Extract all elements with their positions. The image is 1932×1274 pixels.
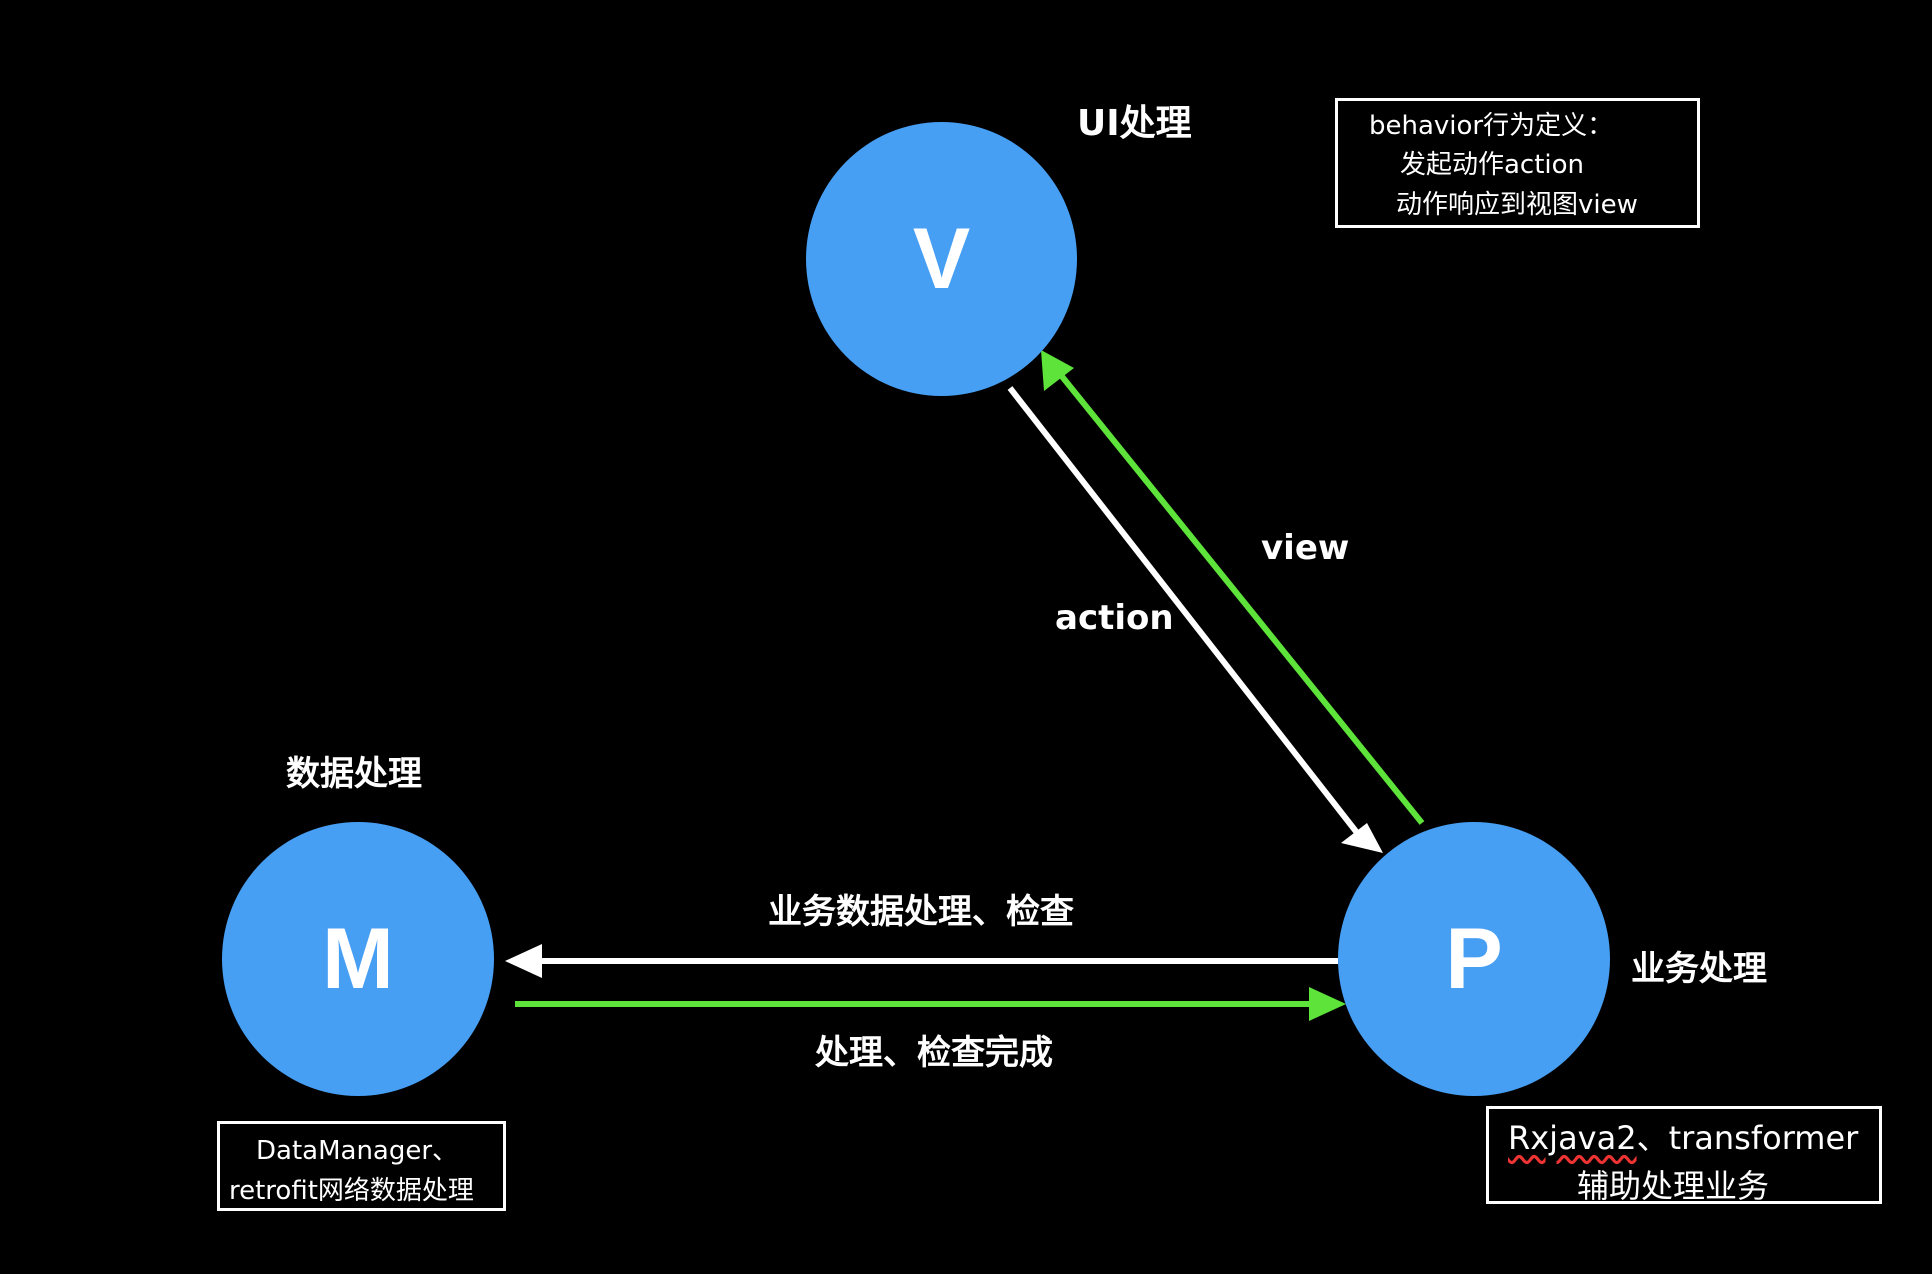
- view-node: V: [806, 122, 1077, 396]
- view-arrow: [1057, 372, 1425, 825]
- transformer-text: 、transformer: [1636, 1119, 1859, 1157]
- model-note-line1: DataManager、: [256, 1136, 459, 1166]
- presenter-note-line2: 辅助处理业务: [1577, 1167, 1770, 1205]
- model-note-line2: retrofit网络数据处理: [229, 1176, 474, 1206]
- view-label: view: [1261, 528, 1350, 568]
- business-check-label: 业务数据处理、检查: [768, 892, 1074, 932]
- rxjava-text: Rxjava2: [1508, 1119, 1637, 1157]
- model-node: M: [222, 822, 494, 1096]
- presenter-node-letter: P: [1445, 910, 1503, 1007]
- business-check-arrowhead: [505, 944, 542, 978]
- presenter-note-line1: Rxjava2、transformer: [1508, 1113, 1858, 1159]
- model-note-box: DataManager、 retrofit网络数据处理: [217, 1121, 506, 1211]
- action-arrowhead: [1341, 823, 1383, 853]
- behavior-note-line3: 动作响应到视图view: [1396, 190, 1638, 220]
- view-arrowhead: [1041, 350, 1074, 391]
- presenter-node-label: 业务处理: [1631, 949, 1767, 989]
- presenter-note-box: Rxjava2、transformer 辅助处理业务: [1486, 1106, 1882, 1205]
- view-node-letter: V: [912, 210, 971, 307]
- behavior-note-box: behavior行为定义： 发起动作action 动作响应到视图view: [1335, 98, 1700, 228]
- check-done-label: 处理、检查完成: [815, 1033, 1053, 1073]
- action-arrow: [1007, 386, 1361, 836]
- model-node-letter: M: [322, 910, 394, 1007]
- model-node-label: 数据处理: [286, 754, 422, 794]
- action-label: action: [1055, 598, 1174, 638]
- view-node-label: UI处理: [1077, 103, 1192, 144]
- behavior-note-line1: behavior行为定义：: [1369, 111, 1614, 141]
- behavior-note-line2: 发起动作action: [1400, 150, 1585, 180]
- presenter-node: P: [1338, 822, 1610, 1096]
- check-done-arrowhead: [1309, 987, 1346, 1021]
